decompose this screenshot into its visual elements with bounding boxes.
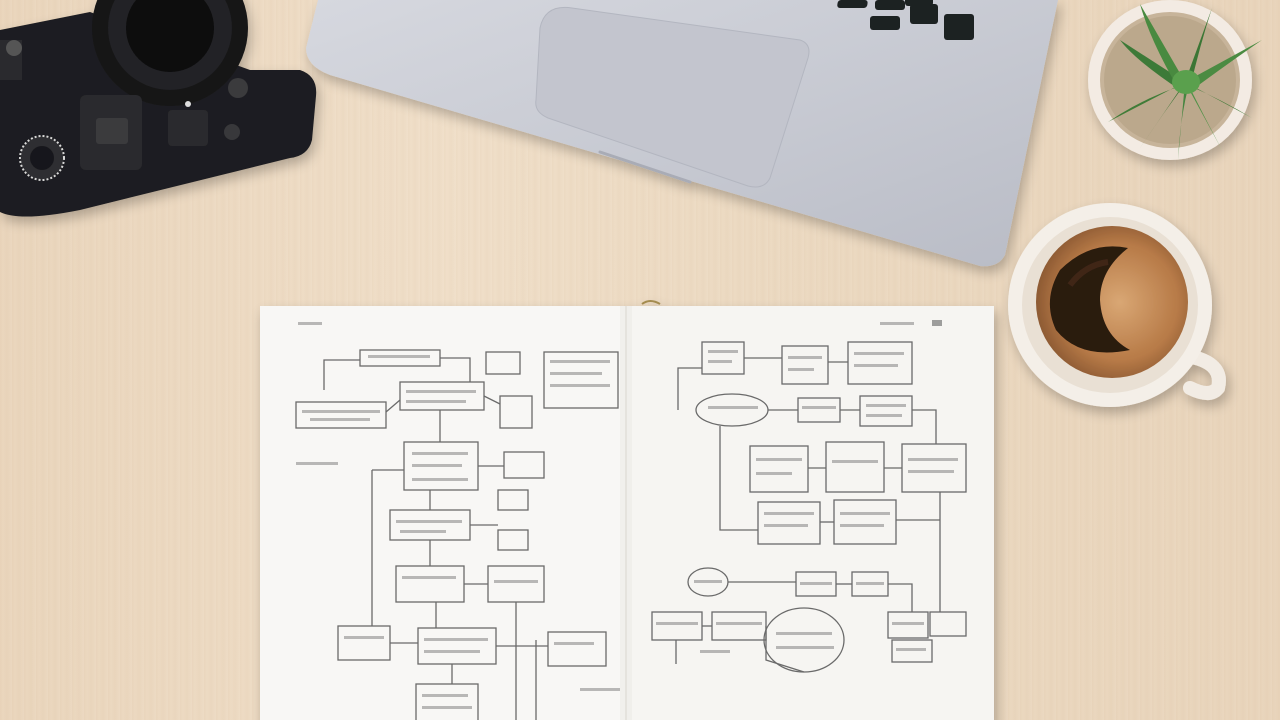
laptop <box>306 0 1058 267</box>
camera <box>0 0 317 217</box>
succulent-leaves <box>1108 4 1262 160</box>
right-page-flowchart-sketch <box>651 341 967 673</box>
right-page-handwriting <box>580 320 958 691</box>
left-page-flowchart-sketch <box>295 349 619 720</box>
keyboard-keys <box>837 0 974 40</box>
left-page-handwriting <box>296 322 610 709</box>
coffee-cup <box>1008 203 1226 407</box>
open-notebook <box>260 300 994 720</box>
potted-succulent <box>1088 0 1262 160</box>
